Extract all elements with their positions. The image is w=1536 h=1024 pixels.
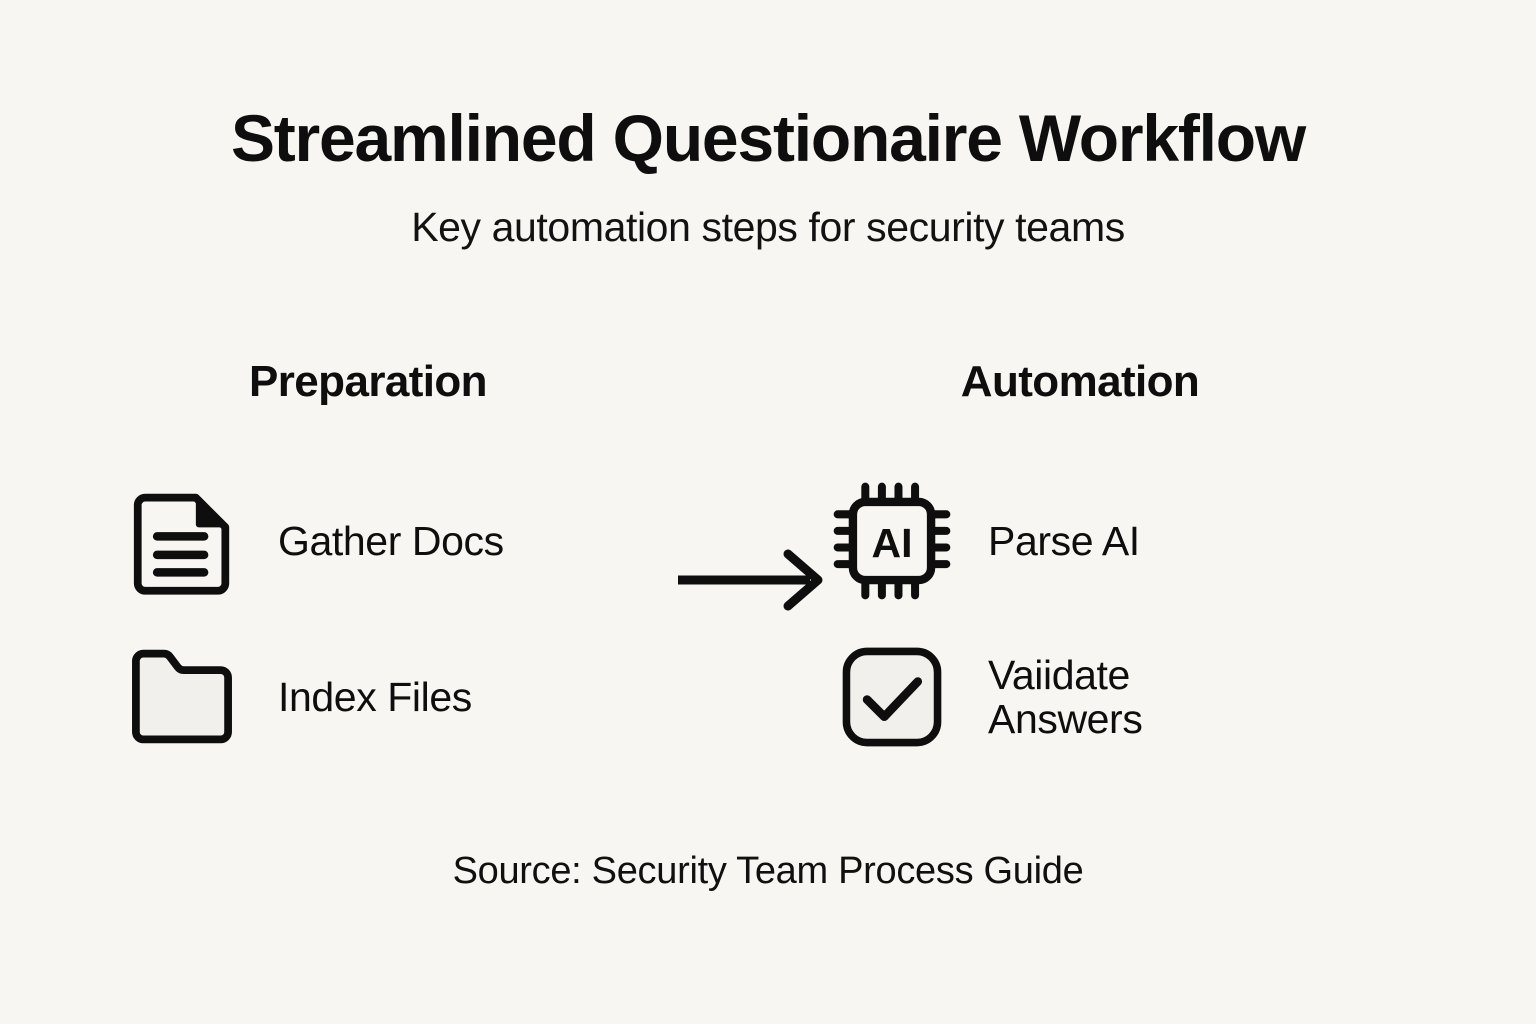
column-preparation: Preparation Gather Docs (120, 360, 680, 788)
list-item-label: Index Files (278, 673, 472, 720)
workflow-columns: Preparation Gather Docs (0, 360, 1536, 780)
arrow-right-icon (672, 540, 832, 620)
folder-icon (120, 635, 244, 759)
list-item[interactable]: Gather Docs (120, 476, 680, 606)
document-icon (120, 479, 244, 603)
header: Streamlined Questionaire Workflow Key au… (0, 101, 1536, 251)
page-subtitle: Key automation steps for security teams (411, 204, 1125, 251)
column-automation: Automation (830, 360, 1390, 788)
list-item[interactable]: AI Parse AI (830, 476, 1390, 606)
footer: Source: Security Team Process Guide (0, 850, 1536, 893)
list-item-label: Vaiidate Answers (988, 651, 1143, 742)
column-heading-preparation: Preparation (249, 357, 488, 406)
list-item[interactable]: Index Files (120, 632, 680, 762)
ai-chip-label: AI (872, 520, 913, 566)
list-item-label: Parse AI (988, 517, 1140, 564)
checkmark-square-icon (830, 635, 954, 759)
page-title: Streamlined Questionaire Workflow (230, 101, 1306, 175)
list-item-label: Gather Docs (278, 517, 504, 564)
list-item[interactable]: Vaiidate Answers (830, 632, 1390, 762)
ai-chip-icon: AI (830, 479, 954, 603)
source-note: Source: Security Team Process Guide (452, 850, 1084, 892)
column-heading-automation: Automation (960, 357, 1200, 406)
